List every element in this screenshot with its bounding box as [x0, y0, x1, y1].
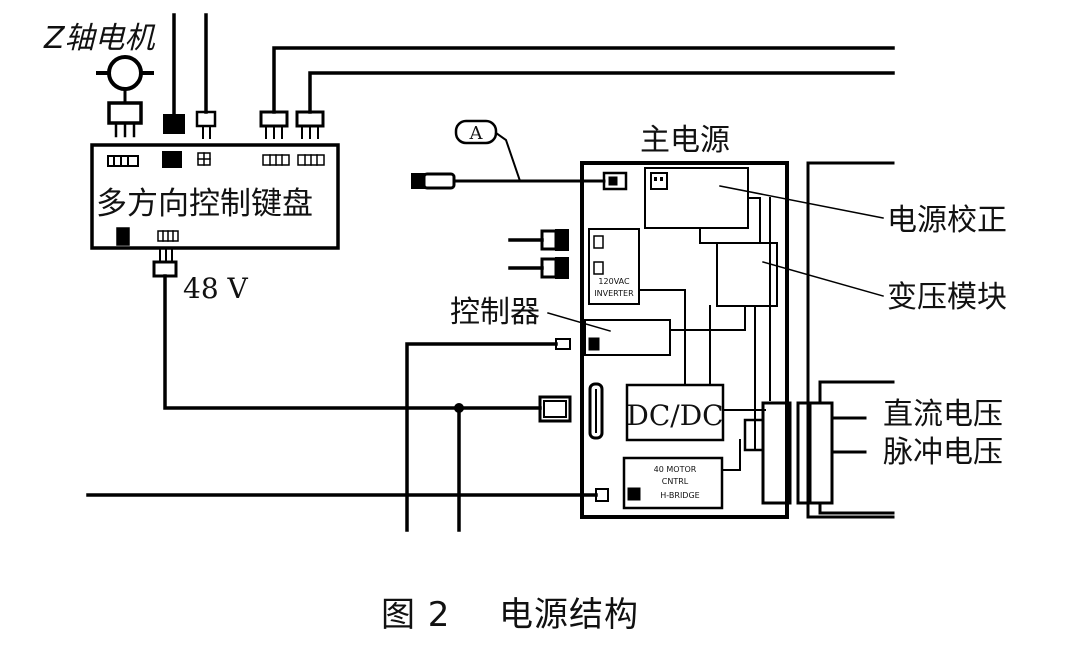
- inverter-text-1: 120VAC: [598, 277, 630, 286]
- motor-hbridge-box: [622, 456, 724, 510]
- keyboard-box: [90, 143, 340, 250]
- inverter-text-2: INVERTER: [594, 289, 634, 298]
- controller-box: [584, 319, 671, 356]
- dc-dc-box: [625, 383, 725, 442]
- connector-a-label: A: [469, 123, 484, 144]
- transformer-box: [716, 242, 778, 307]
- dc-voltage-label: 直流电压: [883, 397, 1003, 432]
- pulse-voltage-label: 脉冲电压: [883, 435, 1003, 470]
- figure-number: 图 2: [381, 595, 450, 635]
- power-correction-label: 电源校正: [887, 203, 1007, 238]
- main-power-box: [580, 161, 789, 519]
- motor-text-3: H-BRIDGE: [660, 491, 699, 500]
- motor-text-1: 40 MOTOR: [654, 465, 697, 474]
- motor-text-2: CNTRL: [662, 477, 689, 486]
- transformer-label: 变压模块: [887, 280, 1007, 315]
- figure-title: 电源结构: [499, 595, 639, 635]
- controller-label: 控制器: [450, 295, 540, 330]
- dc-dc-label: DC/DC: [626, 399, 723, 432]
- z-motor-label: Z轴电机: [43, 21, 156, 56]
- keyboard-label: 多方向控制键盘: [96, 186, 313, 222]
- inverter-box: [588, 228, 640, 305]
- voltage-48-label: 48 V: [183, 272, 249, 305]
- main-power-label: 主电源: [640, 123, 730, 158]
- z-motor-icon: [107, 55, 143, 91]
